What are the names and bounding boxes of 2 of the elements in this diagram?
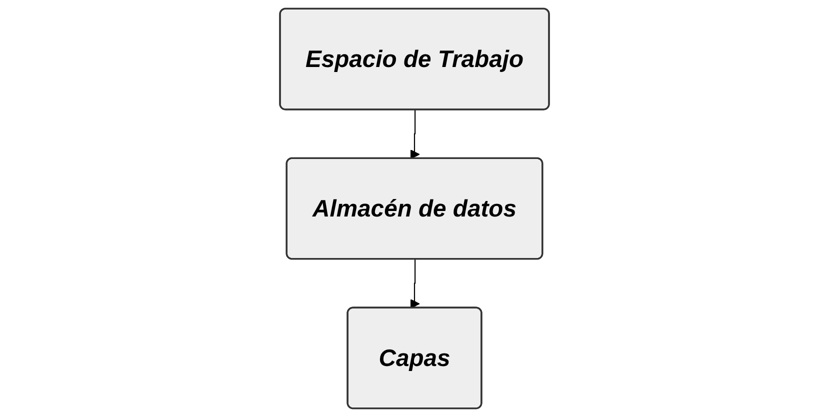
arrow <box>410 110 420 160</box>
arrow <box>410 259 420 309</box>
